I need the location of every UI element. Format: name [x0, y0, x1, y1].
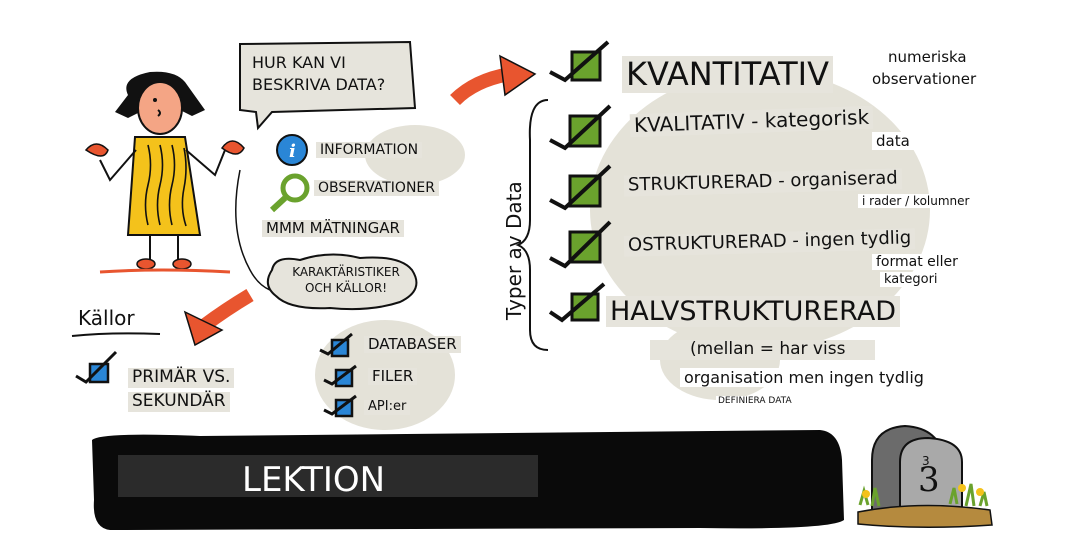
- type-kvantitativ-note-2: observationer: [868, 70, 981, 88]
- item-matningar: MMM MÄTNINGAR: [262, 219, 404, 238]
- check-icon-apier: [323, 394, 357, 418]
- magnifier-icon: [269, 173, 310, 213]
- speech-line-1: HUR KAN VI: [252, 53, 346, 72]
- karakteristiker-line-2: OCH KÄLLOR!: [304, 281, 388, 296]
- primar-line-2: SEKUNDÄR: [128, 391, 230, 412]
- tombstone-icon: [857, 424, 993, 529]
- type-kvalitativ-note-1: data: [872, 132, 914, 150]
- check-icon-filer: [323, 364, 357, 388]
- item-observationer: OBSERVATIONER: [314, 180, 439, 197]
- type-halvstrukturerad-note-3: DEFINIERA DATA: [716, 396, 794, 406]
- person-figure: [84, 71, 245, 274]
- source-apier: API:er: [364, 399, 411, 415]
- svg-text:i: i: [289, 141, 296, 162]
- types-backdrop-blob-2: [660, 320, 780, 400]
- check-icon-strukturerad: [549, 164, 612, 211]
- speech-bubble: [239, 40, 417, 131]
- type-halvstrukturerad-note-1: (mellan = har viss: [650, 339, 876, 360]
- type-kvantitativ-title: KVANTITATIV: [622, 56, 833, 93]
- type-kvantitativ-note-1: numeriska: [884, 48, 971, 66]
- primar-line-1: PRIMÄR VS.: [128, 367, 235, 388]
- type-strukturerad-note-1: i rader / kolumner: [858, 194, 974, 208]
- check-icon-kvantitativ: [549, 40, 610, 83]
- type-halvstrukturerad-title: HALVSTRUKTURERAD: [606, 296, 901, 328]
- arrow-to-types: [450, 67, 512, 106]
- item-information: INFORMATION: [316, 142, 423, 159]
- types-backdrop-blob: [590, 70, 930, 350]
- lesson-number: 3: [918, 460, 940, 500]
- types-bracket: [515, 99, 549, 351]
- type-ostrukturerad-note-2: kategori: [880, 272, 942, 287]
- check-icon-halvstrukturerad: [548, 282, 606, 323]
- karakteristiker-cloud: [266, 253, 418, 311]
- type-halvstrukturerad-note-2: organisation men ingen tydlig: [680, 368, 928, 387]
- types-label: Typer av Data: [502, 181, 526, 320]
- karakteristiker-line-1: KARAKTÄRISTIKER: [292, 265, 400, 279]
- speech-line-2: BESKRIVA DATA?: [252, 74, 386, 94]
- info-icon: [276, 134, 308, 166]
- arrow-to-kallor: [200, 288, 254, 331]
- check-icon-kvalitativ: [549, 104, 612, 151]
- check-icon-ostrukturerad: [549, 220, 612, 269]
- type-ostrukturerad-note-1: format eller: [872, 254, 962, 270]
- source-filer: FILER: [368, 367, 418, 386]
- kallor-title: Källor: [78, 306, 135, 330]
- source-databaser: DATABASER: [364, 335, 461, 354]
- lesson-label: LEKTION: [242, 460, 386, 500]
- lesson-number-small: 3: [922, 454, 930, 468]
- check-icon-databaser: [319, 332, 353, 358]
- lesson-label-box: [118, 455, 538, 497]
- check-icon-primar: [75, 350, 118, 384]
